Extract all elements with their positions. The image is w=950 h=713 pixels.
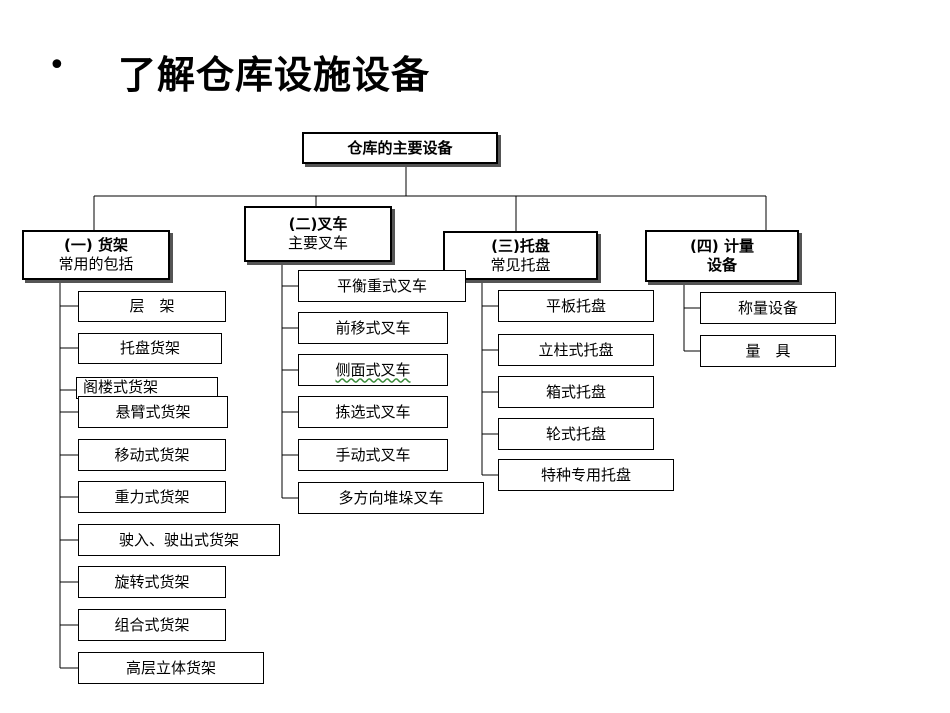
category-forklifts: (二)叉车 主要叉车 [244,206,392,262]
category-measuring: (四) 计量 设备 [645,230,799,282]
item-label: 箱式托盘 [545,382,606,401]
item-label: 托盘货架 [119,339,180,358]
bullet: • [48,48,66,83]
forklift-item: 平衡重式叉车 [298,270,466,302]
item-label: 侧面式叉车 [335,360,411,379]
item-label: 拣选式叉车 [335,402,411,421]
shelf-item: 高层立体货架 [78,652,264,684]
item-label: 驶入、驶出式货架 [118,530,239,549]
item-label: 平衡重式叉车 [336,276,427,295]
shelf-item: 旋转式货架 [78,566,226,598]
category-title: (一) 货架 [64,236,128,255]
item-label: 层 架 [129,297,175,316]
slide-title: 了解仓库设施设备 [118,53,431,97]
category-subtitle: 设备 [706,256,737,274]
item-label: 手动式叉车 [335,445,411,464]
shelf-item: 驶入、驶出式货架 [78,524,280,556]
item-label: 重力式货架 [114,487,190,506]
category-subtitle: 常用的包括 [58,255,134,273]
category-shelves: (一) 货架 常用的包括 [22,230,170,280]
root-node: 仓库的主要设备 [302,132,498,164]
item-label: 平板托盘 [545,296,606,315]
forklift-item: 拣选式叉车 [298,396,448,428]
shelf-item: 层 架 [78,291,226,322]
item-label: 轮式托盘 [545,424,606,443]
item-label: 量 具 [745,341,791,360]
item-label: 高层立体货架 [125,658,216,677]
item-label: 阁楼式货架 [83,378,159,396]
category-subtitle: 常见托盘 [490,255,551,274]
forklift-item: 手动式叉车 [298,439,448,471]
shelf-item: 移动式货架 [78,439,226,471]
shelf-item: 组合式货架 [78,609,226,641]
category-pallets: (三)托盘 常见托盘 [443,231,598,280]
item-label: 立柱式托盘 [538,340,614,359]
category-subtitle: 主要叉车 [287,234,348,252]
item-label: 多方向堆垛叉车 [338,488,444,507]
pallet-item: 轮式托盘 [498,418,654,450]
shelf-item: 重力式货架 [78,481,226,513]
measuring-item: 称量设备 [700,292,836,324]
measuring-item: 量 具 [700,335,836,367]
item-label: 特种专用托盘 [540,465,631,484]
pallet-item: 箱式托盘 [498,376,654,408]
forklift-item: 前移式叉车 [298,312,448,344]
item-label: 旋转式货架 [114,572,190,591]
forklift-item: 多方向堆垛叉车 [298,482,484,514]
item-label: 移动式货架 [114,445,190,464]
pallet-item: 立柱式托盘 [498,334,654,366]
item-label: 前移式叉车 [335,318,411,337]
pallet-item: 平板托盘 [498,290,654,322]
category-title: (四) 计量 [690,237,754,256]
item-label: 悬臂式货架 [115,402,191,421]
shelf-item: 托盘货架 [78,333,222,364]
shelf-item: 阁楼式货架 [76,377,218,399]
forklift-item: 侧面式叉车 [298,354,448,386]
category-title: (三)托盘 [491,236,550,255]
item-label: 组合式货架 [114,615,190,634]
item-label: 称量设备 [737,298,798,317]
category-title: (二)叉车 [288,215,348,234]
shelf-item: 悬臂式货架 [78,396,228,428]
pallet-item: 特种专用托盘 [498,459,674,491]
root-label: 仓库的主要设备 [347,138,453,157]
